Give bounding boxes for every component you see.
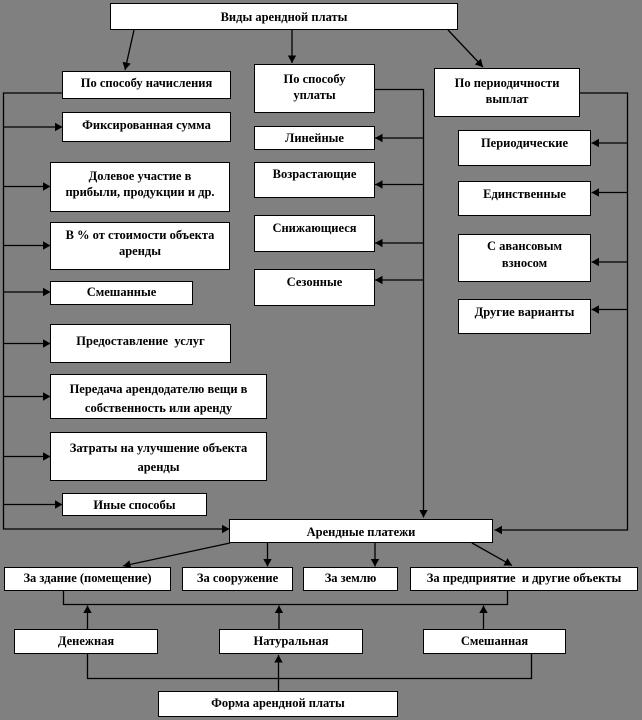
arrowhead-pay-to-structure [263,559,272,567]
node-label-building: За здание (помещение) [23,570,152,585]
node-label-by-period: По периодичности выплат [454,75,560,107]
node-label-periodic: Периодические [480,135,569,150]
arrowhead-branch-other-var [591,305,599,314]
arrowhead-branch-decreasing [375,238,383,248]
arrowhead-branch-seasonal [375,275,383,285]
node-by-payment: По способу уплаты [254,64,375,113]
node-transfer: Передача арендодателю вещи в собственнос… [50,374,267,419]
edge-title-to-period [447,29,484,68]
node-other-var: Другие варианты [458,299,591,334]
node-by-period: По периодичности выплат [434,68,580,117]
node-label-linear: Линейные [285,130,344,145]
node-services: Предоставление услуг [50,324,231,363]
node-decreasing: Снижающиеся [254,215,375,252]
arrowhead-natural-up [274,605,284,613]
arrowhead-mid-bus [419,510,428,518]
node-land: За землю [303,567,398,591]
node-label-share: Долевое участие в прибыли, продукции и д… [65,168,215,200]
node-label-decreasing: Снижающиеся [272,220,357,235]
node-linear: Линейные [254,126,375,150]
node-label-land: За землю [324,570,377,585]
node-label-by-payment: По способу уплаты [283,71,346,103]
node-periodic: Периодические [458,130,591,166]
node-label-transfer: Передача арендодателю вещи в собственнос… [69,381,248,415]
node-label-other-ways: Иные способы [93,497,176,512]
edge-right-bus [494,92,629,531]
arrowhead-branch-share [43,182,51,191]
arrowhead-branch-increasing [375,180,383,189]
node-payments: Арендные платежи [229,519,493,543]
arrowhead-title-to-payment [287,55,297,63]
node-label-services: Предоставление услуг [76,333,205,348]
node-label-mixed-form: Смешанная [460,633,529,648]
arrowhead-branch-mixed-ways [43,287,51,297]
arrowhead-rentform-up [274,655,283,663]
node-mixed-form: Смешанная [423,629,566,654]
node-label-percent: В % от стоимости объекта аренды [65,227,215,259]
node-label-single: Единственные [483,187,566,201]
arrowhead-mixed-up [479,605,488,613]
edge-pay-to-building [122,542,231,567]
arrowhead-pay-to-enterprise [503,558,512,566]
node-enterprise: За предприятие и другие объекты [410,567,638,591]
edge-left-bus [2,92,230,530]
arrowhead-pay-to-land [370,559,380,567]
node-label-by-accrual: По способу начисления [80,75,213,90]
node-label-advance: С авансовым взносом [486,239,563,270]
node-natural: Натуральная [219,629,363,654]
arrowhead-branch-advance [591,257,599,267]
arrowhead-branch-periodic [591,138,599,148]
node-label-increasing: Возрастающие [272,167,357,181]
arrowhead-branch-percent [43,241,51,250]
node-other-ways: Иные способы [62,493,207,516]
node-title: Виды арендной платы [110,3,458,30]
node-label-payments: Арендные платежи [306,524,416,539]
node-advance: С авансовым взносом [458,234,591,282]
node-seasonal: Сезонные [254,269,375,306]
node-percent: В % от стоимости объекта аренды [50,222,230,270]
arrowhead-left-bus [222,524,230,534]
node-label-title: Виды арендной платы [220,9,348,24]
arrowhead-money-up [83,605,92,613]
node-label-seasonal: Сезонные [286,275,343,289]
arrowhead-right-bus [494,525,502,535]
node-fixed-sum: Фиксированная сумма [62,112,231,142]
arrowhead-branch-transfer [43,392,51,401]
node-mixed-ways: Смешанные [50,281,193,305]
node-label-money: Денежная [57,633,115,648]
node-building: За здание (помещение) [4,567,171,591]
arrowhead-title-to-period [474,58,483,67]
node-single: Единственные [458,181,591,216]
node-label-structure: За сооружение [196,570,279,585]
node-label-costs: Затраты на улучшение объекта аренды [69,440,248,474]
node-label-rent-form: Форма арендной платы [211,695,345,710]
arrowhead-branch-fixed [55,122,63,132]
node-label-mixed-ways: Смешанные [86,284,157,299]
arrowhead-branch-other-ways [55,500,63,509]
arrowhead-branch-costs [43,452,51,461]
node-by-accrual: По способу начисления [62,71,231,99]
node-share: Долевое участие в прибыли, продукции и д… [50,162,230,212]
node-label-fixed-sum: Фиксированная сумма [82,117,211,132]
arrowhead-pay-to-building [123,560,132,569]
node-increasing: Возрастающие [254,162,375,198]
arrowhead-branch-single [591,188,599,197]
node-rent-form: Форма арендной платы [158,691,398,717]
edge-forms-bus [62,591,509,606]
node-label-natural: Натуральная [253,633,329,648]
edge-pay-to-enterprise [471,542,513,567]
edge-mid-bus [375,88,425,518]
node-label-enterprise: За предприятие и другие объекты [426,570,622,585]
edge-form-bus [86,654,533,680]
node-money: Денежная [14,629,158,654]
node-structure: За сооружение [182,567,293,591]
arrowhead-title-to-accrual [122,61,131,70]
arrowhead-branch-services [43,339,51,348]
arrowhead-branch-linear [375,133,383,143]
node-label-other-var: Другие варианты [474,304,575,319]
node-costs: Затраты на улучшение объекта аренды [50,432,267,481]
